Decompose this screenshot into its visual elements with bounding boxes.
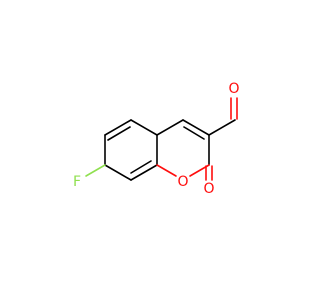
bond bbox=[183, 126, 205, 140]
bond bbox=[104, 164, 132, 181]
bond bbox=[156, 119, 184, 136]
bond bbox=[130, 160, 152, 174]
molecule-structure: O O O F bbox=[73, 81, 240, 197]
bond bbox=[130, 164, 158, 181]
atom-label-ring-oxygen: O bbox=[177, 174, 188, 190]
atom-label-aldehyde-oxygen: O bbox=[228, 81, 239, 97]
bond bbox=[208, 119, 236, 136]
bond bbox=[85, 164, 106, 177]
bond bbox=[156, 164, 177, 177]
benzene-ring bbox=[104, 119, 158, 181]
atom-label-carbonyl-oxygen: O bbox=[203, 181, 214, 197]
bond bbox=[104, 119, 132, 136]
bond bbox=[130, 119, 158, 136]
bond bbox=[107, 126, 131, 141]
substituents bbox=[85, 97, 238, 181]
pyranone-ring bbox=[156, 119, 210, 177]
atom-label-fluorine: F bbox=[73, 174, 81, 190]
bond bbox=[182, 119, 210, 136]
